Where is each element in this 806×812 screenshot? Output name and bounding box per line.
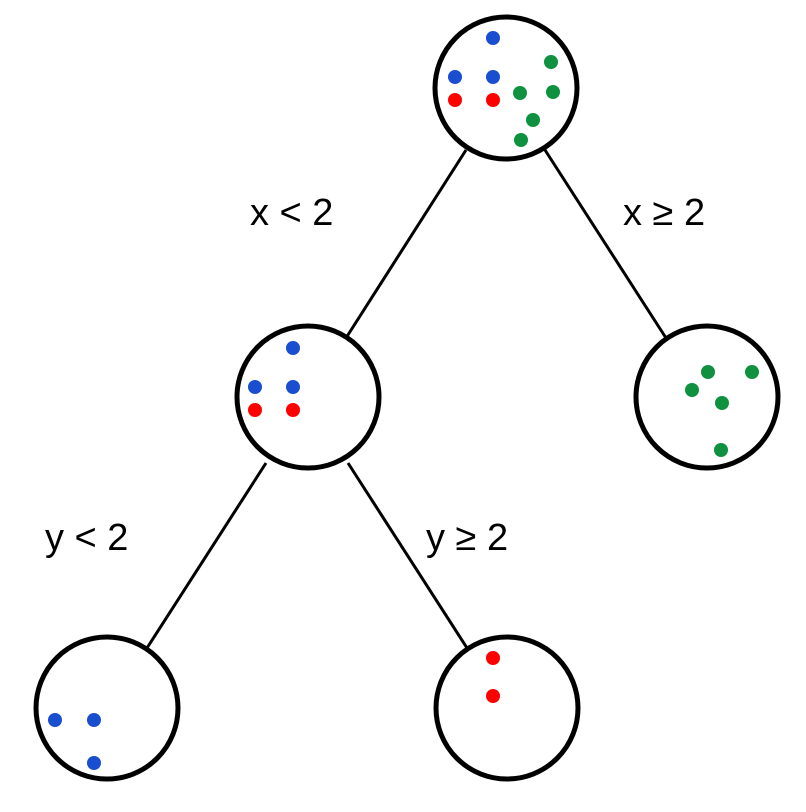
data-point-blue <box>248 380 262 394</box>
tree-node-left-right <box>433 634 581 782</box>
data-point-red <box>248 403 262 417</box>
node-circle <box>33 634 181 782</box>
data-point-red <box>486 689 500 703</box>
data-point-green <box>544 55 558 69</box>
data-point-green <box>745 365 759 379</box>
node-circle <box>633 323 781 471</box>
data-point-blue <box>87 756 101 770</box>
data-point-green <box>526 113 540 127</box>
split-label-x-lt-2: x < 2 <box>250 192 333 234</box>
data-point-red <box>448 93 462 107</box>
data-point-blue <box>48 713 62 727</box>
edge-root-left <box>344 149 468 339</box>
data-point-green <box>546 85 560 99</box>
tree-node-left-left <box>33 634 181 782</box>
data-point-green <box>714 443 728 457</box>
data-point-green <box>685 383 699 397</box>
node-points <box>486 651 500 703</box>
tree-edges <box>145 149 668 649</box>
data-point-blue <box>87 713 101 727</box>
node-points <box>448 31 560 147</box>
tree-node-root <box>432 14 580 162</box>
edge-left-leftleft <box>145 462 268 649</box>
edge-root-right <box>543 149 668 339</box>
node-circle <box>234 323 382 471</box>
node-circle <box>433 634 581 782</box>
data-point-green <box>514 133 528 147</box>
split-label-y-ge-2: y ≥ 2 <box>426 517 508 559</box>
node-points <box>248 341 300 417</box>
split-label-x-ge-2: x ≥ 2 <box>623 192 705 234</box>
data-point-green <box>513 86 527 100</box>
node-points <box>48 713 101 770</box>
node-circle <box>432 14 580 162</box>
tree-node-right <box>633 323 781 471</box>
node-points <box>685 365 759 457</box>
data-point-red <box>286 403 300 417</box>
data-point-blue <box>448 70 462 84</box>
split-labels: x < 2 x ≥ 2 y < 2 y ≥ 2 <box>45 192 705 559</box>
data-point-green <box>701 365 715 379</box>
tree-node-left <box>234 323 382 471</box>
data-point-blue <box>486 31 500 45</box>
data-point-blue <box>486 70 500 84</box>
data-point-blue <box>286 380 300 394</box>
data-point-red <box>486 93 500 107</box>
split-label-y-lt-2: y < 2 <box>45 517 128 559</box>
data-point-green <box>715 396 729 410</box>
edge-left-leftright <box>346 462 469 649</box>
data-point-blue <box>286 341 300 355</box>
data-point-red <box>486 651 500 665</box>
